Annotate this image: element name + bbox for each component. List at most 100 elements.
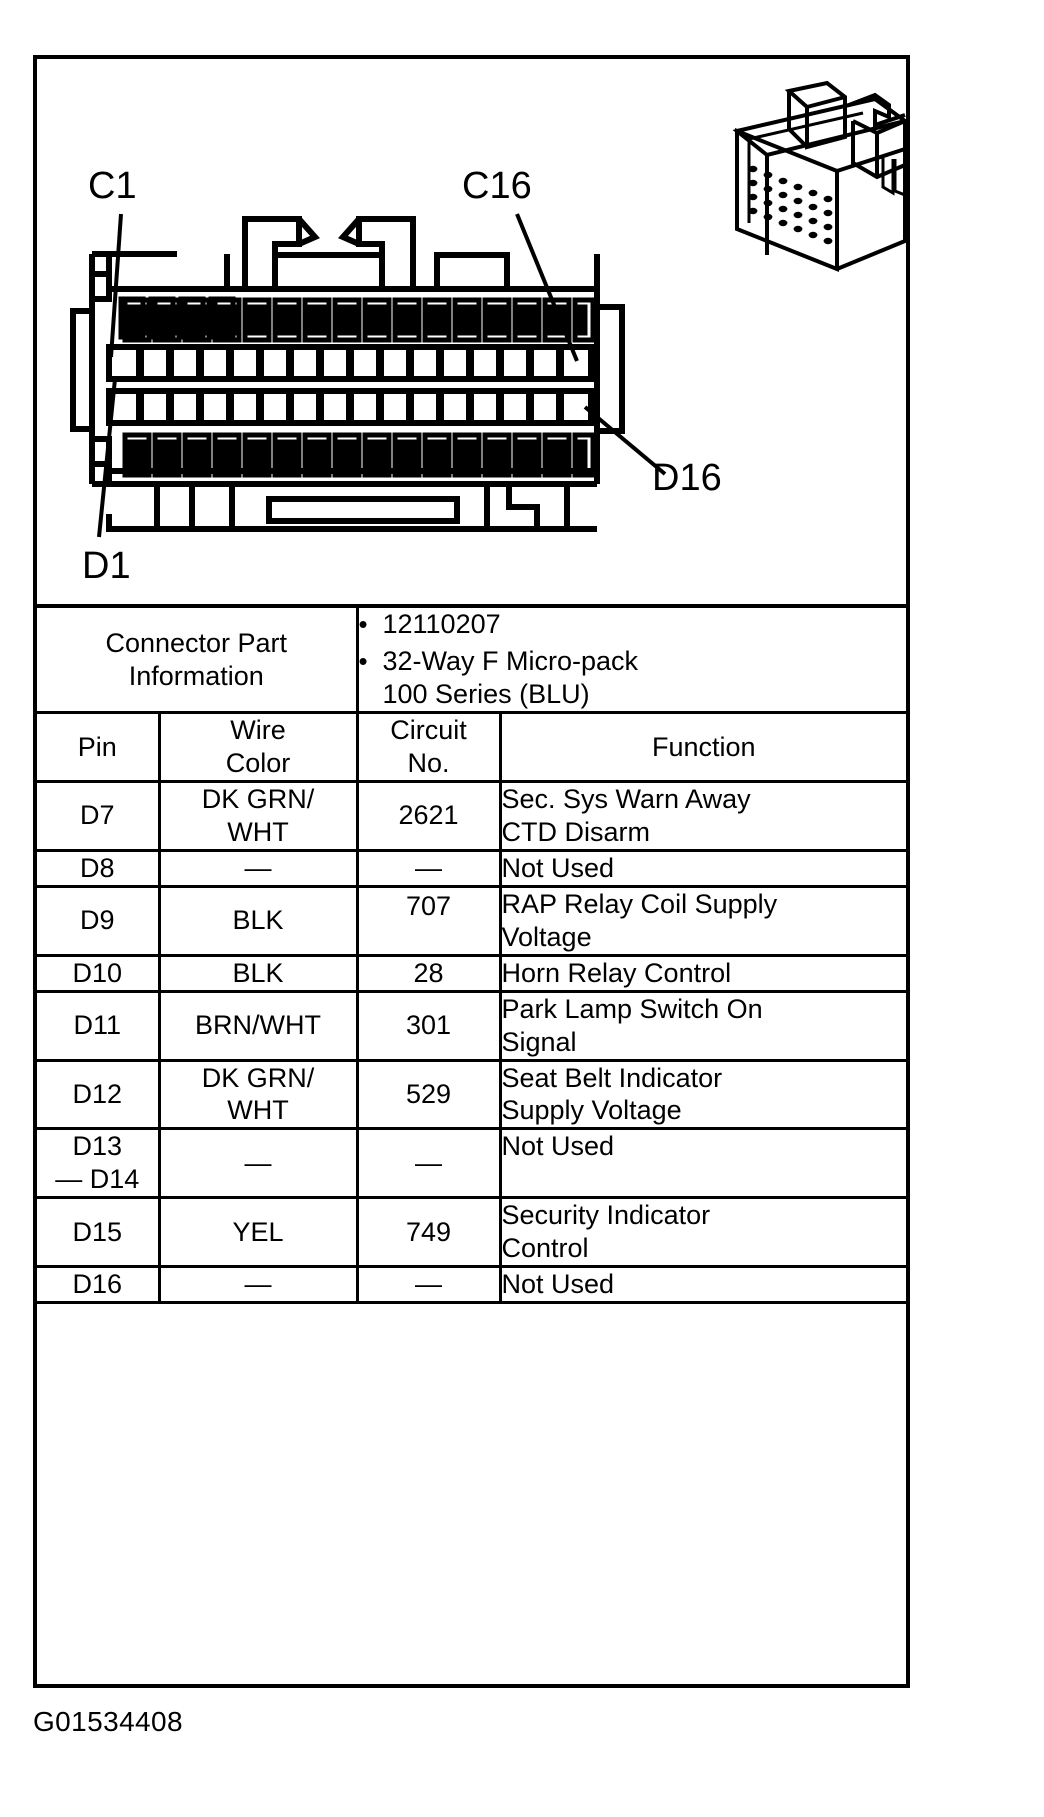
table-row: D13 — D14 — — Not Used [37, 1127, 906, 1200]
table-header-row: Pin Wire Color Circuit No. Function [37, 711, 906, 784]
cell-function: Not Used [498, 1265, 906, 1305]
cell-function: Horn Relay Control [498, 953, 906, 993]
connector-figure-frame: C1 C16 D1 D16 Connector Part Information… [33, 55, 910, 1688]
cell-function: Sec. Sys Warn Away CTD Disarm [498, 780, 906, 852]
row-c-squares [106, 344, 594, 382]
cell-circuit-no: — [355, 1265, 502, 1305]
cell-pin: D15 [37, 1196, 161, 1269]
function-line1: Sec. Sys Warn Away [501, 784, 751, 815]
function-line1: Seat Belt Indicator [501, 1062, 723, 1093]
wire-color-header-line2: Color [225, 748, 291, 779]
pin-label-d16: D16 [652, 457, 722, 499]
cell-circuit-no: 28 [355, 953, 502, 993]
cell-pin: D9 [37, 884, 161, 957]
circuit-no-header-line1: Circuit [390, 715, 467, 746]
column-header-circuit-no: Circuit No. [355, 711, 502, 784]
table-row: D10 BLK 28 Horn Relay Control [37, 953, 906, 993]
cell-function: Not Used [498, 848, 906, 888]
table-row: D16 — — Not Used [37, 1265, 906, 1305]
table-row: D7 DK GRN/ WHT 2621 Sec. Sys Warn Away C… [37, 780, 906, 852]
cpi-description-line1: 32-Way F Micro-pack [382, 646, 639, 677]
cell-wire-color: YEL [157, 1196, 359, 1269]
function-line1: RAP Relay Coil Supply [501, 888, 778, 919]
row-top-slot [122, 297, 596, 343]
connector-isometric-view [732, 80, 906, 272]
connector-pin-table: Connector Part Information • 12110207 • … [37, 604, 907, 1305]
table-row: D11 BRN/WHT 301 Park Lamp Switch On Sign… [37, 989, 906, 1062]
cell-function: Seat Belt Indicator Supply Voltage [498, 1058, 906, 1131]
leader-lines [97, 213, 667, 538]
circuit-no-header-line2: No. [407, 748, 450, 779]
connector-part-information-row: Connector Part Information • 12110207 • … [37, 604, 907, 715]
connector-part-information-label: Connector Part Information [37, 604, 359, 715]
function-line1: Park Lamp Switch On [501, 993, 763, 1024]
cell-circuit-no: 301 [355, 989, 502, 1062]
wire-color-line2: WHT [227, 1095, 289, 1126]
cell-pin: D16 [37, 1265, 161, 1305]
cell-wire-color: — [157, 1127, 359, 1200]
cpi-description-line2: 100 Series (BLU) [382, 679, 590, 710]
leader-c1 [109, 213, 123, 358]
function-line2: Voltage [501, 921, 592, 952]
column-header-function: Function [498, 711, 906, 784]
cell-wire-color: DK GRN/ WHT [157, 780, 359, 852]
cell-function: Not Used [498, 1127, 906, 1200]
cell-circuit-no: — [355, 1127, 502, 1200]
pin-line2: — D14 [55, 1164, 140, 1195]
wire-color-line1: DK GRN/ [201, 1062, 315, 1093]
table-row: D8 — — Not Used [37, 848, 906, 888]
figure-id-caption: G01534408 [33, 1706, 183, 1737]
bullet-icon: • [358, 646, 368, 677]
cell-function: Park Lamp Switch On Signal [498, 989, 906, 1062]
cell-pin: D8 [37, 848, 161, 888]
cpi-description: 32-Way F Micro-pack 100 Series (BLU) [383, 645, 907, 711]
function-line2: Supply Voltage [501, 1095, 682, 1126]
function-line2: CTD Disarm [501, 816, 651, 847]
cell-wire-color: — [157, 848, 359, 888]
pin-label-c1: C1 [88, 165, 137, 207]
cell-circuit-no: 707 [355, 884, 502, 957]
cell-pin: D10 [37, 953, 161, 993]
cell-pin: D12 [37, 1058, 161, 1131]
bullet-icon: • [358, 609, 368, 639]
cpi-label-line2: Information [128, 660, 264, 691]
connector-front-view [70, 216, 625, 532]
pin-label-c16: C16 [462, 165, 532, 207]
function-line2: Signal [501, 1026, 577, 1057]
row-d-squares [106, 388, 594, 426]
cpi-label-line1: Connector Part [105, 627, 288, 658]
row-bottom-slot [122, 432, 596, 478]
cell-pin: D13 — D14 [37, 1127, 161, 1200]
table-row: D9 BLK 707 RAP Relay Coil Supply Voltage [37, 884, 906, 957]
cell-pin: D11 [37, 989, 161, 1062]
cell-wire-color: BLK [157, 953, 359, 993]
cell-circuit-no: 529 [355, 1058, 502, 1131]
column-header-pin: Pin [37, 711, 161, 784]
cell-wire-color: — [157, 1265, 359, 1305]
cell-wire-color: BLK [157, 884, 359, 957]
cpi-bullet-part-number: • 12110207 [359, 608, 907, 641]
cell-circuit-no: 2621 [355, 780, 502, 852]
column-header-wire-color: Wire Color [157, 711, 359, 784]
circuit-no-value: 707 [405, 891, 452, 922]
cell-circuit-no: — [355, 848, 502, 888]
wire-color-header-line1: Wire [230, 715, 286, 746]
pin-grid-cells [106, 297, 596, 478]
leader-c16 [515, 213, 579, 362]
cell-pin: D7 [37, 780, 161, 852]
pin-label-d1: D1 [82, 545, 131, 587]
leader-d16 [583, 405, 667, 476]
pin-line1: D13 [72, 1131, 123, 1162]
cell-wire-color: BRN/WHT [157, 989, 359, 1062]
cell-function: RAP Relay Coil Supply Voltage [498, 884, 906, 957]
connector-drawing [70, 80, 906, 538]
cpi-bullet-description: • 32-Way F Micro-pack 100 Series (BLU) [359, 645, 907, 711]
wire-color-line1: DK GRN/ [201, 784, 315, 815]
connector-part-information-values: • 12110207 • 32-Way F Micro-pack 100 Ser… [355, 604, 907, 715]
cell-wire-color: DK GRN/ WHT [157, 1058, 359, 1131]
table-row: D12 DK GRN/ WHT 529 Seat Belt Indicator … [37, 1058, 906, 1131]
table-row: D15 YEL 749 Security Indicator Control [37, 1196, 906, 1269]
cell-circuit-no: 749 [355, 1196, 502, 1269]
leader-d1 [97, 378, 117, 538]
cpi-part-number: 12110207 [382, 609, 501, 639]
